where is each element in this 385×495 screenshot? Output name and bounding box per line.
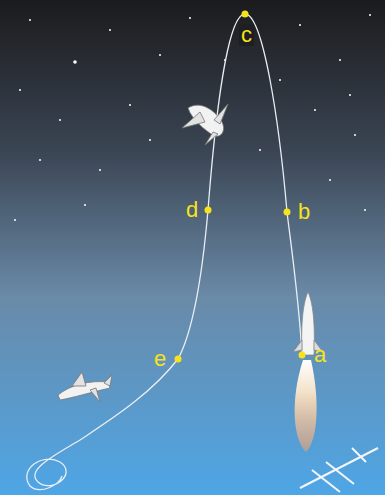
- glider-ship: [182, 104, 228, 145]
- point-label: e: [152, 348, 168, 370]
- point-label: c: [239, 24, 254, 46]
- rocket-plume: [295, 360, 317, 452]
- point-label: d: [184, 199, 200, 221]
- carrier-aircraft: [300, 448, 378, 492]
- stars: [14, 14, 371, 221]
- trajectory-line: [27, 14, 302, 490]
- point-label: a: [312, 344, 328, 366]
- landing-ship: [58, 372, 112, 402]
- point-label: b: [296, 201, 312, 223]
- point-dots: [175, 11, 306, 363]
